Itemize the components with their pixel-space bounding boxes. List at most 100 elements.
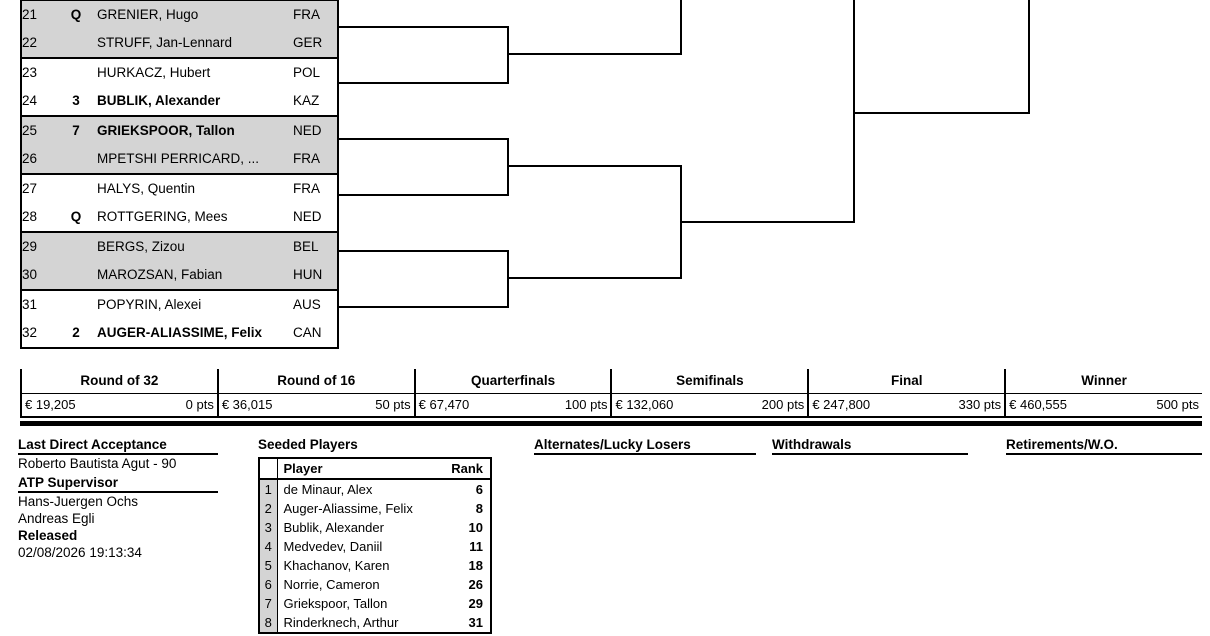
draw-row[interactable]: 26 MPETSHI PERRICARD, ...FRA: [21, 145, 338, 175]
seeded-player-rank: 11: [469, 539, 483, 554]
draw-row-seed: [55, 29, 97, 59]
bracket-line-r32-p2-bottom: [337, 194, 509, 196]
seeded-player-name: Rinderknech, Arthur: [283, 615, 399, 630]
seeded-player-row[interactable]: 4 Medvedev, Daniil 11: [259, 537, 491, 556]
prize-points-value: 500 pts: [1156, 397, 1199, 413]
bracket-line-r16-q2-top: [509, 165, 682, 167]
draw-row-name: POPYRIN, Alexei: [97, 290, 293, 319]
draw-row-name: MPETSHI PERRICARD, ...: [97, 145, 293, 175]
draw-row-index: 21: [21, 0, 55, 29]
seeded-player-rank: 26: [468, 577, 483, 592]
draw-row-index: 27: [21, 174, 55, 203]
draw-row-name: AUGER-ALIASSIME, Felix: [97, 319, 293, 349]
seeded-player-name: Medvedev, Daniil: [283, 539, 383, 554]
draw-row-index: 30: [21, 261, 55, 291]
draw-row-index: 32: [21, 319, 55, 349]
draw-row-seed: [55, 261, 97, 291]
atp-supervisor-name-1: Hans-Juergen Ochs: [18, 494, 139, 509]
seeded-player-row[interactable]: 8 Rinderknech, Arthur 31: [259, 613, 491, 633]
seeded-player-rank: 6: [475, 482, 483, 497]
prize-round-cell: € 460,555 500 pts: [1004, 393, 1202, 418]
atp-supervisor-block: ATP Supervisor Hans-Juergen Ochs Andreas…: [18, 475, 218, 527]
prize-points-value: 100 pts: [564, 397, 608, 413]
draw-row-index: 26: [21, 145, 55, 175]
seeded-player-rank: 8: [475, 501, 483, 516]
draw-row-country: HUN: [293, 261, 338, 291]
draw-row-seed: [55, 174, 97, 203]
seeded-players-heading: Seeded Players: [258, 437, 358, 452]
draw-row-index: 28: [21, 203, 55, 233]
seeded-player-number: 3: [259, 518, 278, 537]
bracket-connector-r32-p1: [507, 26, 509, 84]
seeded-col-rank: Rank: [433, 458, 491, 480]
draw-row-seed: 3: [55, 87, 97, 117]
seeded-player-rank: 10: [468, 520, 483, 535]
prize-points-value: 0 pts: [185, 397, 214, 413]
bracket-connector-qf-s1: [853, 0, 855, 223]
bracket-line-r32-p1-top: [337, 26, 509, 28]
prize-money-value: € 247,800: [812, 397, 871, 413]
seeded-player-number: 1: [259, 479, 278, 499]
seeded-player-name: Khachanov, Karen: [283, 558, 390, 573]
seeded-col-number: [259, 458, 278, 480]
seeded-col-player: Player: [277, 458, 433, 480]
bracket-connector-r16-q1: [680, 0, 682, 55]
prize-points-value: 200 pts: [761, 397, 805, 413]
draw-row-country: POL: [293, 58, 338, 87]
prize-round-header: Semifinals: [610, 369, 809, 394]
draw-row-country: FRA: [293, 0, 338, 29]
draw-row-name: HURKACZ, Hubert: [97, 58, 293, 87]
bracket-line-sf-final: [853, 112, 1030, 114]
bracket-connector-r32-p0-tail: [337, 0, 339, 1]
bracket-line-r32-p3-bottom: [337, 306, 509, 308]
draw-row-index: 29: [21, 232, 55, 261]
draw-row-name: BUBLIK, Alexander: [97, 87, 293, 117]
seeded-player-number: 6: [259, 575, 278, 594]
draw-row-seed: 2: [55, 319, 97, 349]
prize-money-value: € 460,555: [1009, 397, 1067, 413]
draw-row-country: GER: [293, 29, 338, 59]
prize-money-value: € 19,205: [25, 397, 76, 413]
prize-money-value: € 67,470: [418, 397, 470, 413]
bracket-connector-r32-p3: [507, 250, 509, 308]
draw-row-index: 31: [21, 290, 55, 319]
atp-supervisor-name-2: Andreas Egli: [18, 511, 95, 526]
seeded-player-number: 8: [259, 613, 278, 633]
draw-row-country: FRA: [293, 145, 338, 175]
prize-round-header: Quarterfinals: [413, 369, 612, 394]
seeded-player-number: 7: [259, 594, 278, 613]
seeded-player-name: Auger-Aliassime, Felix: [283, 501, 413, 516]
draw-row-country: NED: [293, 203, 338, 233]
seeded-player-number: 4: [259, 537, 278, 556]
retirements-heading: Retirements/W.O.: [1006, 437, 1202, 455]
seeded-player-rank: 31: [468, 615, 483, 630]
seeded-player-number: 5: [259, 556, 278, 575]
draw-row-name: STRUFF, Jan-Lennard: [97, 29, 293, 59]
alternates-heading: Alternates/Lucky Losers: [534, 437, 756, 455]
prize-round-header: Winner: [1004, 369, 1202, 394]
draw-row-seed: Q: [55, 0, 97, 29]
draw-row-name: MAROZSAN, Fabian: [97, 261, 293, 291]
